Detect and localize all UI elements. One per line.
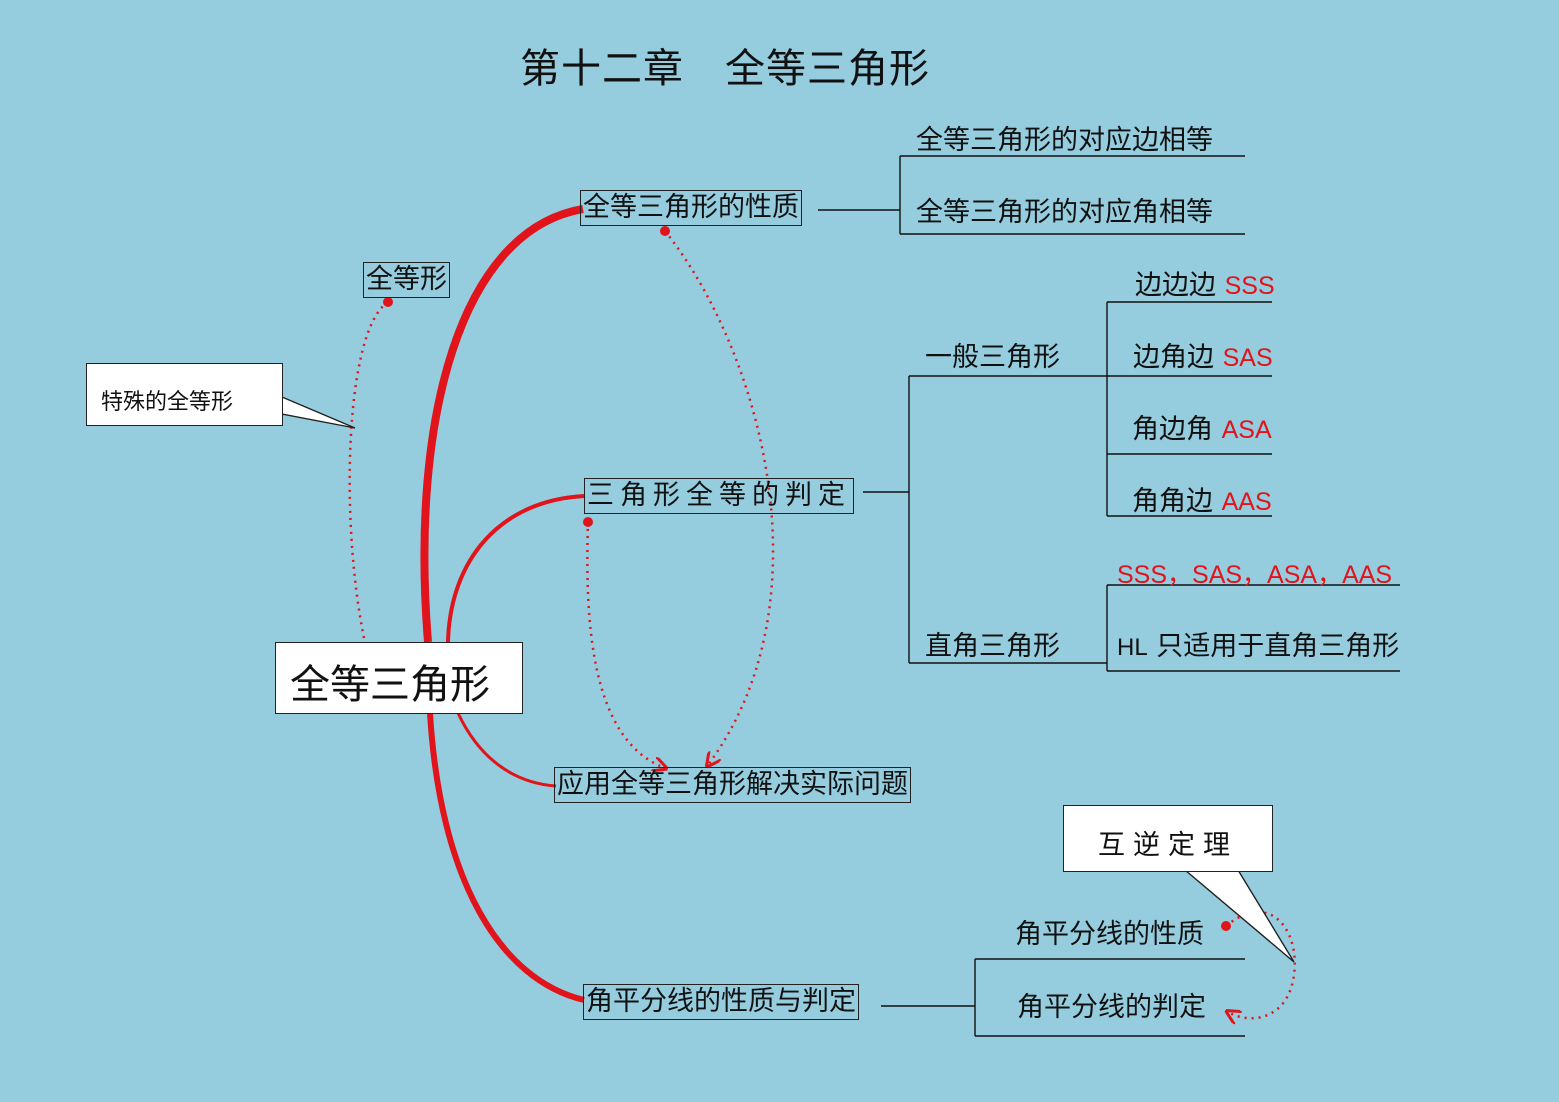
bisector-bracket bbox=[881, 958, 1245, 1037]
hl-criterion: HL 只适用于直角三角形 bbox=[1117, 631, 1400, 662]
dotted-judgment-to-application bbox=[586, 521, 665, 768]
application-node: 应用全等三角形解决实际问题 bbox=[554, 767, 911, 803]
curve-to-properties bbox=[420, 205, 584, 643]
congruent-figure-node: 全等形 bbox=[363, 262, 450, 298]
center-node bbox=[275, 642, 523, 714]
inverse-callout bbox=[1063, 805, 1273, 872]
curve-to-judgment bbox=[446, 494, 586, 643]
right-triangle-codes: SSS，SAS，ASA，AAS bbox=[1117, 561, 1393, 589]
criterion-aas: 角角边 AAS bbox=[1132, 486, 1272, 517]
center-node-label: 全等三角形 bbox=[290, 662, 490, 708]
special-callout-tail bbox=[281, 395, 356, 429]
bisector-property: 角平分线的性质 bbox=[1015, 919, 1204, 950]
curve-to-application bbox=[456, 712, 557, 788]
bisector-node: 角平分线的性质与判定 bbox=[583, 984, 859, 1020]
page-title: 第十二章 全等三角形 bbox=[520, 46, 930, 92]
right-triangle-label: 直角三角形 bbox=[925, 631, 1060, 662]
properties-node: 全等三角形的性质 bbox=[580, 190, 802, 226]
judgment-node: 三角形全等的判定 bbox=[584, 478, 854, 514]
general-triangle-label: 一般三角形 bbox=[925, 342, 1060, 373]
properties-bracket bbox=[818, 155, 1245, 235]
criterion-sss: 边边边 SSS bbox=[1135, 270, 1275, 301]
judgment-bracket bbox=[863, 301, 1400, 672]
inverse-callout-text: 互逆定理 bbox=[1098, 830, 1238, 861]
special-callout-text: 特殊的全等形 bbox=[101, 390, 234, 415]
property-item-sides: 全等三角形的对应边相等 bbox=[916, 125, 1213, 156]
curve-to-bisector bbox=[427, 712, 585, 1003]
criterion-asa: 角边角 ASA bbox=[1132, 414, 1272, 445]
property-item-angles: 全等三角形的对应角相等 bbox=[916, 197, 1213, 228]
special-callout bbox=[86, 363, 283, 426]
bisector-judgment: 角平分线的判定 bbox=[1017, 992, 1206, 1023]
dotted-properties-to-application bbox=[664, 230, 775, 765]
criterion-sas: 边角边 SAS bbox=[1133, 342, 1273, 373]
dotted-to-congruent-figure bbox=[348, 300, 389, 639]
